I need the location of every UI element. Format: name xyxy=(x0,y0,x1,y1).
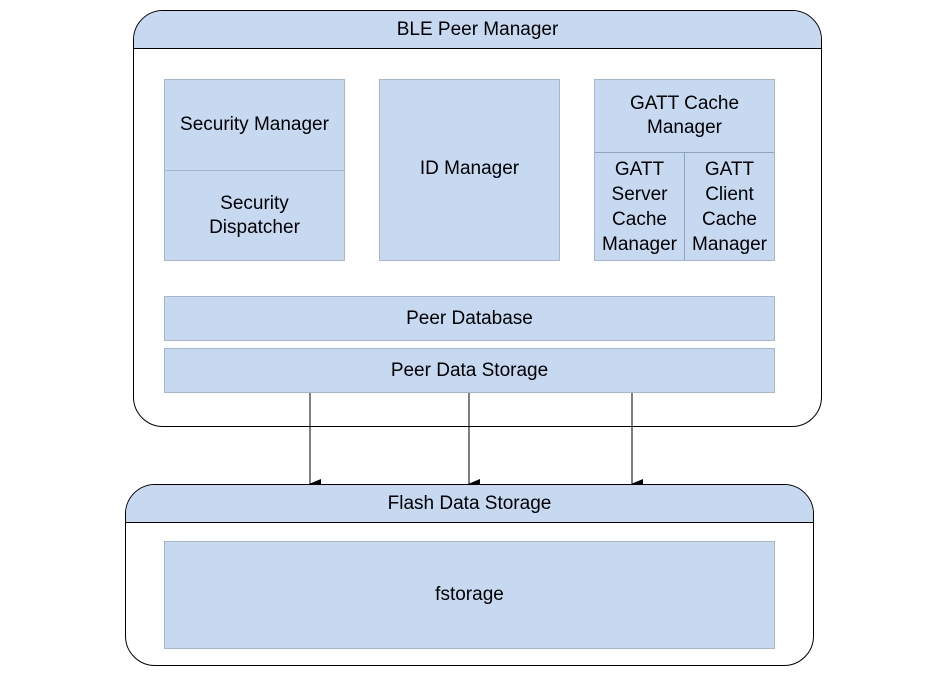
peer-database-box: Peer Database xyxy=(164,296,775,341)
gatt-cache-manager-title: GATT Cache Manager xyxy=(595,80,774,152)
gatt-client-line: Manager xyxy=(692,233,767,255)
security-manager-label: Security Manager xyxy=(180,114,329,135)
gatt-cache-divider xyxy=(595,152,774,153)
gatt-client-cache-manager-box: GATT Client Cache Manager xyxy=(685,153,774,260)
gatt-cache-split xyxy=(684,153,685,260)
security-dispatcher-line: Dispatcher xyxy=(209,216,300,238)
gatt-client-cache-manager-label: GATT Client Cache Manager xyxy=(692,157,767,257)
fstorage-box: fstorage xyxy=(164,541,775,649)
peer-data-storage-box: Peer Data Storage xyxy=(164,348,775,393)
peer-database-label: Peer Database xyxy=(406,307,533,329)
gatt-server-line: Cache xyxy=(612,208,667,230)
gatt-client-line: GATT xyxy=(704,158,755,180)
gatt-server-line: Manager xyxy=(602,233,677,255)
gatt-cache-manager-line: Manager xyxy=(647,117,722,138)
flash-data-storage-title: Flash Data Storage xyxy=(126,485,813,523)
id-manager-box: ID Manager xyxy=(379,79,560,261)
gatt-client-line: Client xyxy=(705,183,754,205)
security-manager-box: Security Manager xyxy=(164,79,345,171)
security-dispatcher-label: Security Dispatcher xyxy=(209,192,300,240)
gatt-client-line: Cache xyxy=(702,208,757,230)
gatt-cache-manager-label: GATT Cache Manager xyxy=(630,92,739,140)
gatt-server-cache-manager-box: GATT Server Cache Manager xyxy=(595,153,684,260)
id-manager-label: ID Manager xyxy=(419,158,520,179)
security-dispatcher-line: Security xyxy=(220,192,289,214)
security-dispatcher-box: Security Dispatcher xyxy=(164,170,345,261)
ble-peer-manager-title: BLE Peer Manager xyxy=(134,11,821,49)
gatt-server-cache-manager-label: GATT Server Cache Manager xyxy=(602,157,677,257)
gatt-server-line: Server xyxy=(611,183,668,205)
peer-data-storage-label: Peer Data Storage xyxy=(390,359,549,381)
gatt-cache-manager-line: GATT Cache xyxy=(629,93,740,114)
fstorage-label: fstorage xyxy=(435,584,504,605)
gatt-server-line: GATT xyxy=(614,158,665,180)
